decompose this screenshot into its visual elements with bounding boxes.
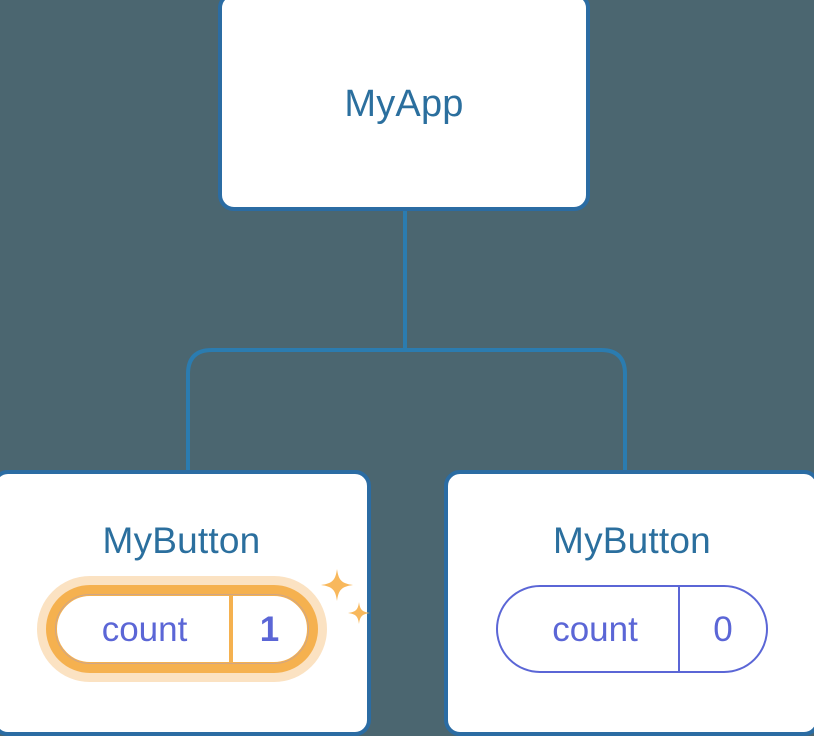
state-pill[interactable]: count 0 (496, 585, 768, 673)
node-title: MyButton (102, 520, 261, 561)
node-card-mybutton-right[interactable]: MyButton count 0 (444, 470, 814, 736)
node-card-myapp[interactable]: MyApp (218, 0, 590, 211)
state-value-label: 0 (678, 587, 766, 671)
node-card-mybutton-left[interactable]: MyButton count 1 (0, 470, 371, 736)
sparkle-large-icon (320, 569, 353, 601)
state-pill-updated[interactable]: count 1 (45, 569, 370, 673)
sparkle-group (320, 569, 370, 624)
node-title: MyApp (344, 82, 464, 125)
state-key-label: count (101, 609, 188, 649)
state-pill-idle[interactable]: count 0 (496, 585, 768, 673)
state-key-label: count (552, 609, 638, 649)
state-pill[interactable]: count 1 (45, 585, 318, 673)
node-title: MyButton (553, 520, 711, 561)
sparkle-small-icon (347, 602, 370, 624)
state-value-label: 1 (228, 596, 307, 662)
